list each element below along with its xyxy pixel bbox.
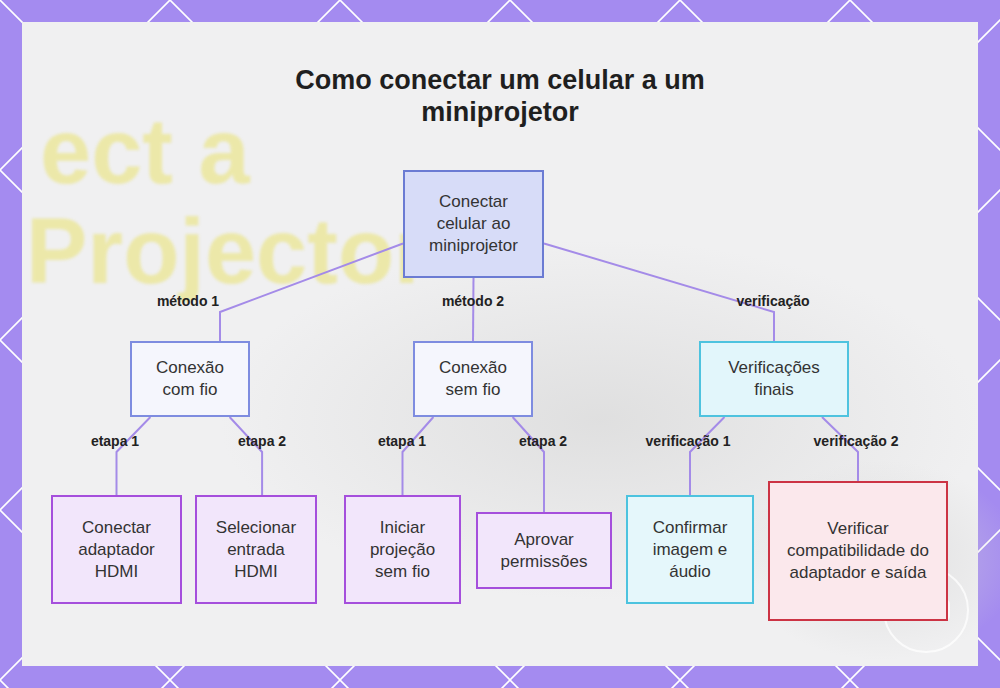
card [22, 22, 978, 666]
process-box: Iniciar projeção sem fio [344, 495, 461, 604]
edge-label: verificação 2 [814, 433, 899, 449]
process-box: Aprovar permissões [476, 512, 612, 589]
edge-label: etapa 1 [378, 433, 426, 449]
process-box: Confirmar imagem e áudio [626, 495, 754, 604]
connector-line [544, 243, 774, 341]
edge-label: verificação 1 [646, 433, 731, 449]
box-text: Confirmar imagem e áudio [636, 517, 744, 583]
watermark-text: ect a [40, 105, 250, 197]
connector-line [472, 278, 475, 341]
watermark-text: Projector [26, 205, 430, 297]
edge-label: verificação [736, 293, 809, 309]
connector-line [220, 243, 403, 341]
process-box: Conexão com fio [130, 341, 250, 417]
box-text: Conectar celular ao miniprojetor [413, 191, 534, 257]
process-box: Verificar compatibilidade do adaptador e… [768, 481, 948, 621]
box-text: Iniciar projeção sem fio [354, 517, 451, 583]
process-box: Selecionar entrada HDMI [195, 495, 317, 604]
process-box: Conectar adaptador HDMI [51, 495, 182, 604]
process-box: Verificações finais [699, 341, 849, 417]
connector-line [822, 417, 858, 481]
connector-line [403, 417, 434, 495]
connector-line [117, 417, 151, 495]
box-text: Conexão com fio [140, 357, 240, 401]
box-text: Conectar adaptador HDMI [61, 517, 172, 583]
edge-label: método 1 [157, 293, 219, 309]
process-box: Conectar celular ao miniprojetor [403, 170, 544, 278]
connector-line [690, 417, 725, 495]
box-text: Selecionar entrada HDMI [205, 517, 307, 583]
photo-blur [740, 460, 1000, 660]
edge-label: etapa 2 [238, 433, 286, 449]
box-text: Verificar compatibilidade do adaptador e… [778, 518, 938, 584]
edge-label: etapa 1 [91, 433, 139, 449]
diagram-title: Como conectar um celular a um miniprojet… [240, 64, 760, 128]
box-text: Verificações finais [709, 357, 839, 401]
process-box: Conexão sem fio [413, 341, 533, 417]
connector-line [230, 417, 263, 495]
edge-label: etapa 2 [519, 433, 567, 449]
edge-label: método 2 [442, 293, 504, 309]
connector-line [513, 417, 544, 512]
box-text: Conexão sem fio [423, 357, 523, 401]
box-text: Aprovar permissões [486, 529, 602, 573]
